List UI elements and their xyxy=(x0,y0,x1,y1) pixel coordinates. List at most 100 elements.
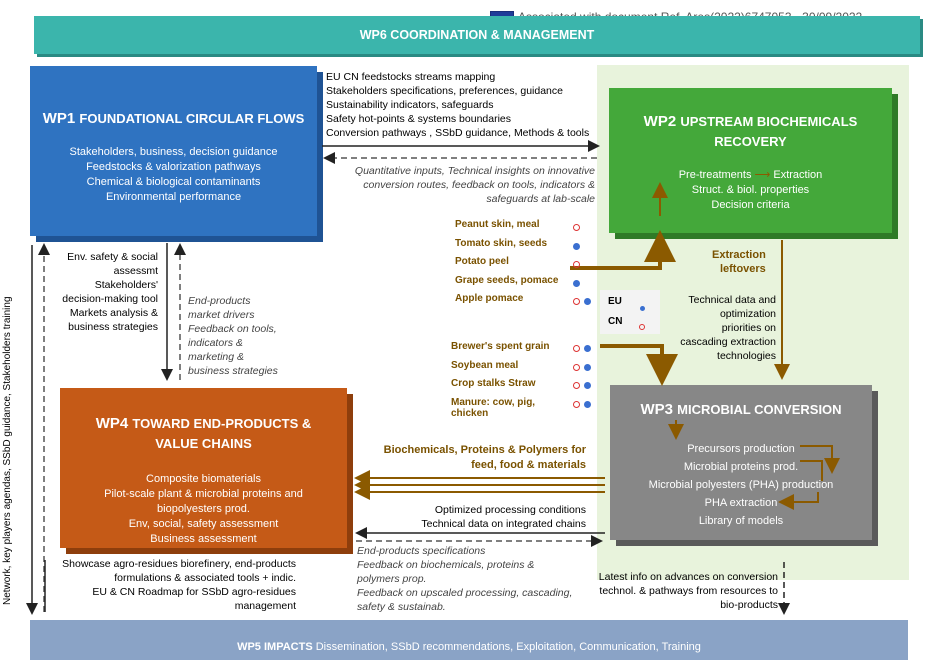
wp5-rest: Dissemination, SSbD recommendations, Exp… xyxy=(315,641,701,653)
wp1-wp2-line: EU CN feedstocks streams mapping xyxy=(326,71,496,83)
wp4-wp3-line: End-products specifications xyxy=(357,545,486,557)
wp3-wp4-line: Optimized processing conditions xyxy=(434,504,586,516)
wp3-wp5-line: technol. & pathways from resources to xyxy=(599,585,778,597)
wp1-wp2-line: Conversion pathways , SSbD guidance, Met… xyxy=(326,127,590,139)
wp4-wp5-line: formulations & associated tools + indic. xyxy=(114,572,296,584)
wp3-wp4-text: Optimized processing conditions Technica… xyxy=(360,503,586,531)
wp4-wp3-line: Feedback on upscaled processing, cascadi… xyxy=(357,587,573,599)
origin-eu-icon xyxy=(573,274,591,293)
wp1-wp2-line: Sustainability indicators, safeguards xyxy=(326,99,494,111)
tech-data-line: priorities on xyxy=(721,322,776,334)
wp4-heading: WP4 TOWARD END-PRODUCTS & VALUE CHAINS xyxy=(60,414,347,454)
wp3-box: WP3 MICROBIAL CONVERSION Precursors prod… xyxy=(610,385,872,540)
origin-both-icon xyxy=(573,358,592,377)
wp1-subtitle: FOUNDATIONAL CIRCULAR FLOWS xyxy=(79,111,305,126)
wp4-line: Composite biomaterials xyxy=(146,473,261,485)
wp3-wp5-text: Latest info on advances on conversion te… xyxy=(590,570,778,612)
wp2-lines: Pre-treatments ⟶ Extraction Struct. & bi… xyxy=(609,168,892,213)
feedstock-item: Manure: cow, pig, xyxy=(451,396,536,408)
wp1-lines: Stakeholders, business, decision guidanc… xyxy=(30,145,317,205)
wp1-wp4-line: assessmt xyxy=(113,265,158,277)
side-vertical-text: Network, key players agendas, SSbD guida… xyxy=(2,296,13,605)
wp1-wp4-line: Env. safety & social xyxy=(67,251,158,263)
legend-eu-icon xyxy=(640,298,645,316)
origin-cn-icon xyxy=(573,218,591,237)
arrow-feedstock-wp3 xyxy=(600,344,678,386)
wp4-line: Business assessment xyxy=(150,533,257,545)
feedstock-item: Soybean meal xyxy=(451,359,519,371)
tech-data-line: Technical data and xyxy=(688,294,776,306)
arrow-right-icon: ⟶ xyxy=(754,169,771,181)
wp4-wp1-line: marketing & xyxy=(188,351,245,363)
wp3-lines: Precursors production Microbial proteins… xyxy=(610,440,872,530)
extraction-leftovers: Extraction leftovers xyxy=(712,248,766,276)
feedstock-item: Grape seeds, pomace xyxy=(455,274,559,286)
wp4-lines: Composite biomaterials Pilot-scale plant… xyxy=(60,472,347,547)
legend-cn: CN xyxy=(608,316,623,327)
legend-eu: EU xyxy=(608,296,622,307)
wp1-wp4-line: Markets analysis & xyxy=(69,307,158,319)
wp4-wp3-line: safety & sustainab. xyxy=(357,601,446,613)
feedstock-dots-wp2 xyxy=(573,218,592,311)
tech-data-text: Technical data and optimization prioriti… xyxy=(668,293,776,363)
wp3-wp5-line: Latest info on advances on conversion xyxy=(598,571,778,583)
tech-data-line: technologies xyxy=(717,350,776,362)
tech-data-line: cascading extraction xyxy=(680,336,776,348)
wp2-subtitle-2: RECOVERY xyxy=(714,134,787,149)
origin-eu-icon xyxy=(573,237,591,256)
wp2-box: WP2 UPSTREAM BIOCHEMICALS RECOVERY Pre-t… xyxy=(609,88,892,233)
wp4-subtitle-2: VALUE CHAINS xyxy=(155,436,252,451)
wp2-line: Decision criteria xyxy=(711,199,790,211)
legend: EU CN xyxy=(600,290,660,334)
legend-cn-icon xyxy=(639,317,645,335)
feedstock-item: Brewer's spent grain xyxy=(451,341,550,352)
wp4-wp3-line: Feedback on biochemicals, proteins & xyxy=(357,559,535,571)
origin-both-icon xyxy=(573,339,592,358)
wp4-wp1-text: End-products market drivers Feedback on … xyxy=(188,294,278,378)
wp4-box: WP4 TOWARD END-PRODUCTS & VALUE CHAINS C… xyxy=(60,388,347,548)
wp4-wp1-line: market drivers xyxy=(188,309,255,321)
wp3-subtitle: MICROBIAL CONVERSION xyxy=(677,402,842,417)
wp3-line: Microbial polyesters (PHA) production xyxy=(648,479,834,491)
feedstock-list-wp2: Peanut skin, meal Tomato skin, seeds Pot… xyxy=(455,216,558,309)
wp2-wp1-line: safeguards at lab-scale xyxy=(486,193,595,205)
wp1-wp4-text: Env. safety & social assessmt Stakeholde… xyxy=(50,250,158,334)
tech-data-line: optimization xyxy=(719,308,776,320)
wp1-wp4-line: Stakeholders' xyxy=(94,279,158,291)
wp4-wp5-text: Showcase agro-residues biorefinery, end-… xyxy=(48,557,296,613)
origin-both-icon xyxy=(573,376,592,395)
wp3-wp5-line: bio-products xyxy=(720,599,778,611)
origin-both-icon xyxy=(573,395,592,414)
wp4-wp3-text: End-products specifications Feedback on … xyxy=(357,544,572,614)
wp3-heading: WP3 MICROBIAL CONVERSION xyxy=(610,401,872,418)
wp4-line: biopolyesters prod. xyxy=(157,503,250,515)
wp2-line: Struct. & biol. properties xyxy=(691,184,810,196)
arrow-wp3-internal-3 xyxy=(778,492,819,510)
wp2-heading: WP2 UPSTREAM BIOCHEMICALS RECOVERY xyxy=(609,112,892,152)
extraction-leftovers-line: Extraction xyxy=(712,249,766,261)
wp2-pretreat: Pre-treatments xyxy=(678,169,752,181)
wp3-line: Precursors production xyxy=(687,443,795,455)
wp3-wp4-bold-text: Biochemicals, Proteins & Polymers for fe… xyxy=(360,443,586,473)
wp1-wp4-line: decision-making tool xyxy=(62,293,158,305)
wp4-wp5-line: management xyxy=(234,600,296,612)
origin-both-icon xyxy=(573,292,592,311)
wp1-wp2-line: Stakeholders specifications, preferences… xyxy=(326,85,563,97)
wp2-wp1-line: Quantitative inputs, Technical insights … xyxy=(354,165,595,177)
wp1-heading: WP1 FOUNDATIONAL CIRCULAR FLOWS xyxy=(30,110,317,127)
wp4-wp1-line: Feedback on tools, xyxy=(188,323,277,335)
arrow-wp3-internal-2 xyxy=(800,460,823,481)
wp3-wp4-bold-line: feed, food & materials xyxy=(471,459,586,471)
wp3-wp4-line: Technical data on integrated chains xyxy=(421,518,586,530)
extraction-leftovers-line: leftovers xyxy=(719,263,766,275)
feedstock-item: chicken xyxy=(451,407,489,419)
feedstock-item: Potato peel xyxy=(455,256,509,267)
wp3-title: WP3 xyxy=(640,401,673,418)
wp5-title: WP5 IMPACTS xyxy=(237,641,313,653)
wp2-extraction: Extraction xyxy=(773,169,823,181)
wp3-line: Microbial proteins prod. xyxy=(683,461,799,473)
wp4-subtitle-1: TOWARD END-PRODUCTS & xyxy=(132,416,312,431)
wp2-wp1-text: Quantitative inputs, Technical insights … xyxy=(330,164,595,206)
feedstock-item: Tomato skin, seeds xyxy=(455,237,548,249)
